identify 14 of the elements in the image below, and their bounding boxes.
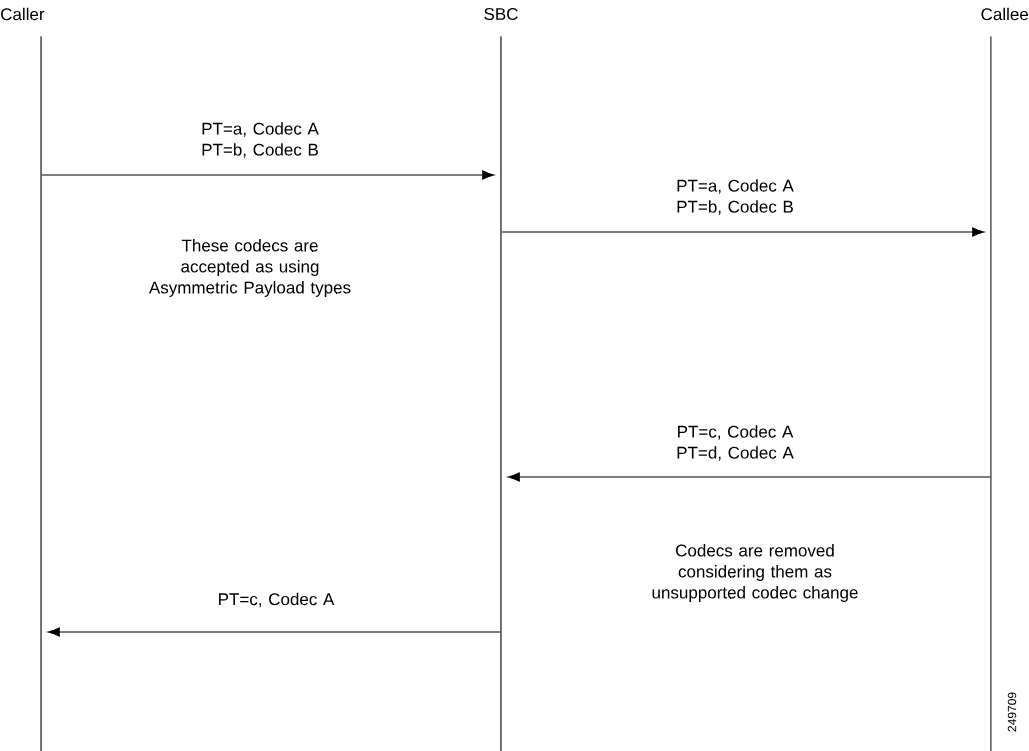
note-text: These codecs are accepted as using Asymmetric Payload types — [148, 239, 351, 297]
message-label: PT=a, Codec A PT=b, Codec B — [677, 179, 794, 215]
message-arrow — [501, 227, 985, 237]
message-arrow — [41, 170, 495, 180]
lifeline-header: Caller — [1, 7, 45, 21]
lifeline-header: SBC — [484, 8, 518, 20]
message-arrow — [47, 627, 501, 637]
message-label: PT=a, Codec A PT=b, Codec B — [202, 122, 319, 158]
message-arrow — [507, 472, 991, 482]
note-text: Codecs are removed considering them as unsupported codec change — [652, 544, 858, 602]
message-label: PT=c, Codec A PT=d, Codec A — [677, 425, 794, 461]
message-label: PT=c, Codec A — [219, 592, 335, 608]
lifeline-header: Callee — [981, 7, 1029, 21]
figure-number: 249709 — [1007, 692, 1017, 732]
